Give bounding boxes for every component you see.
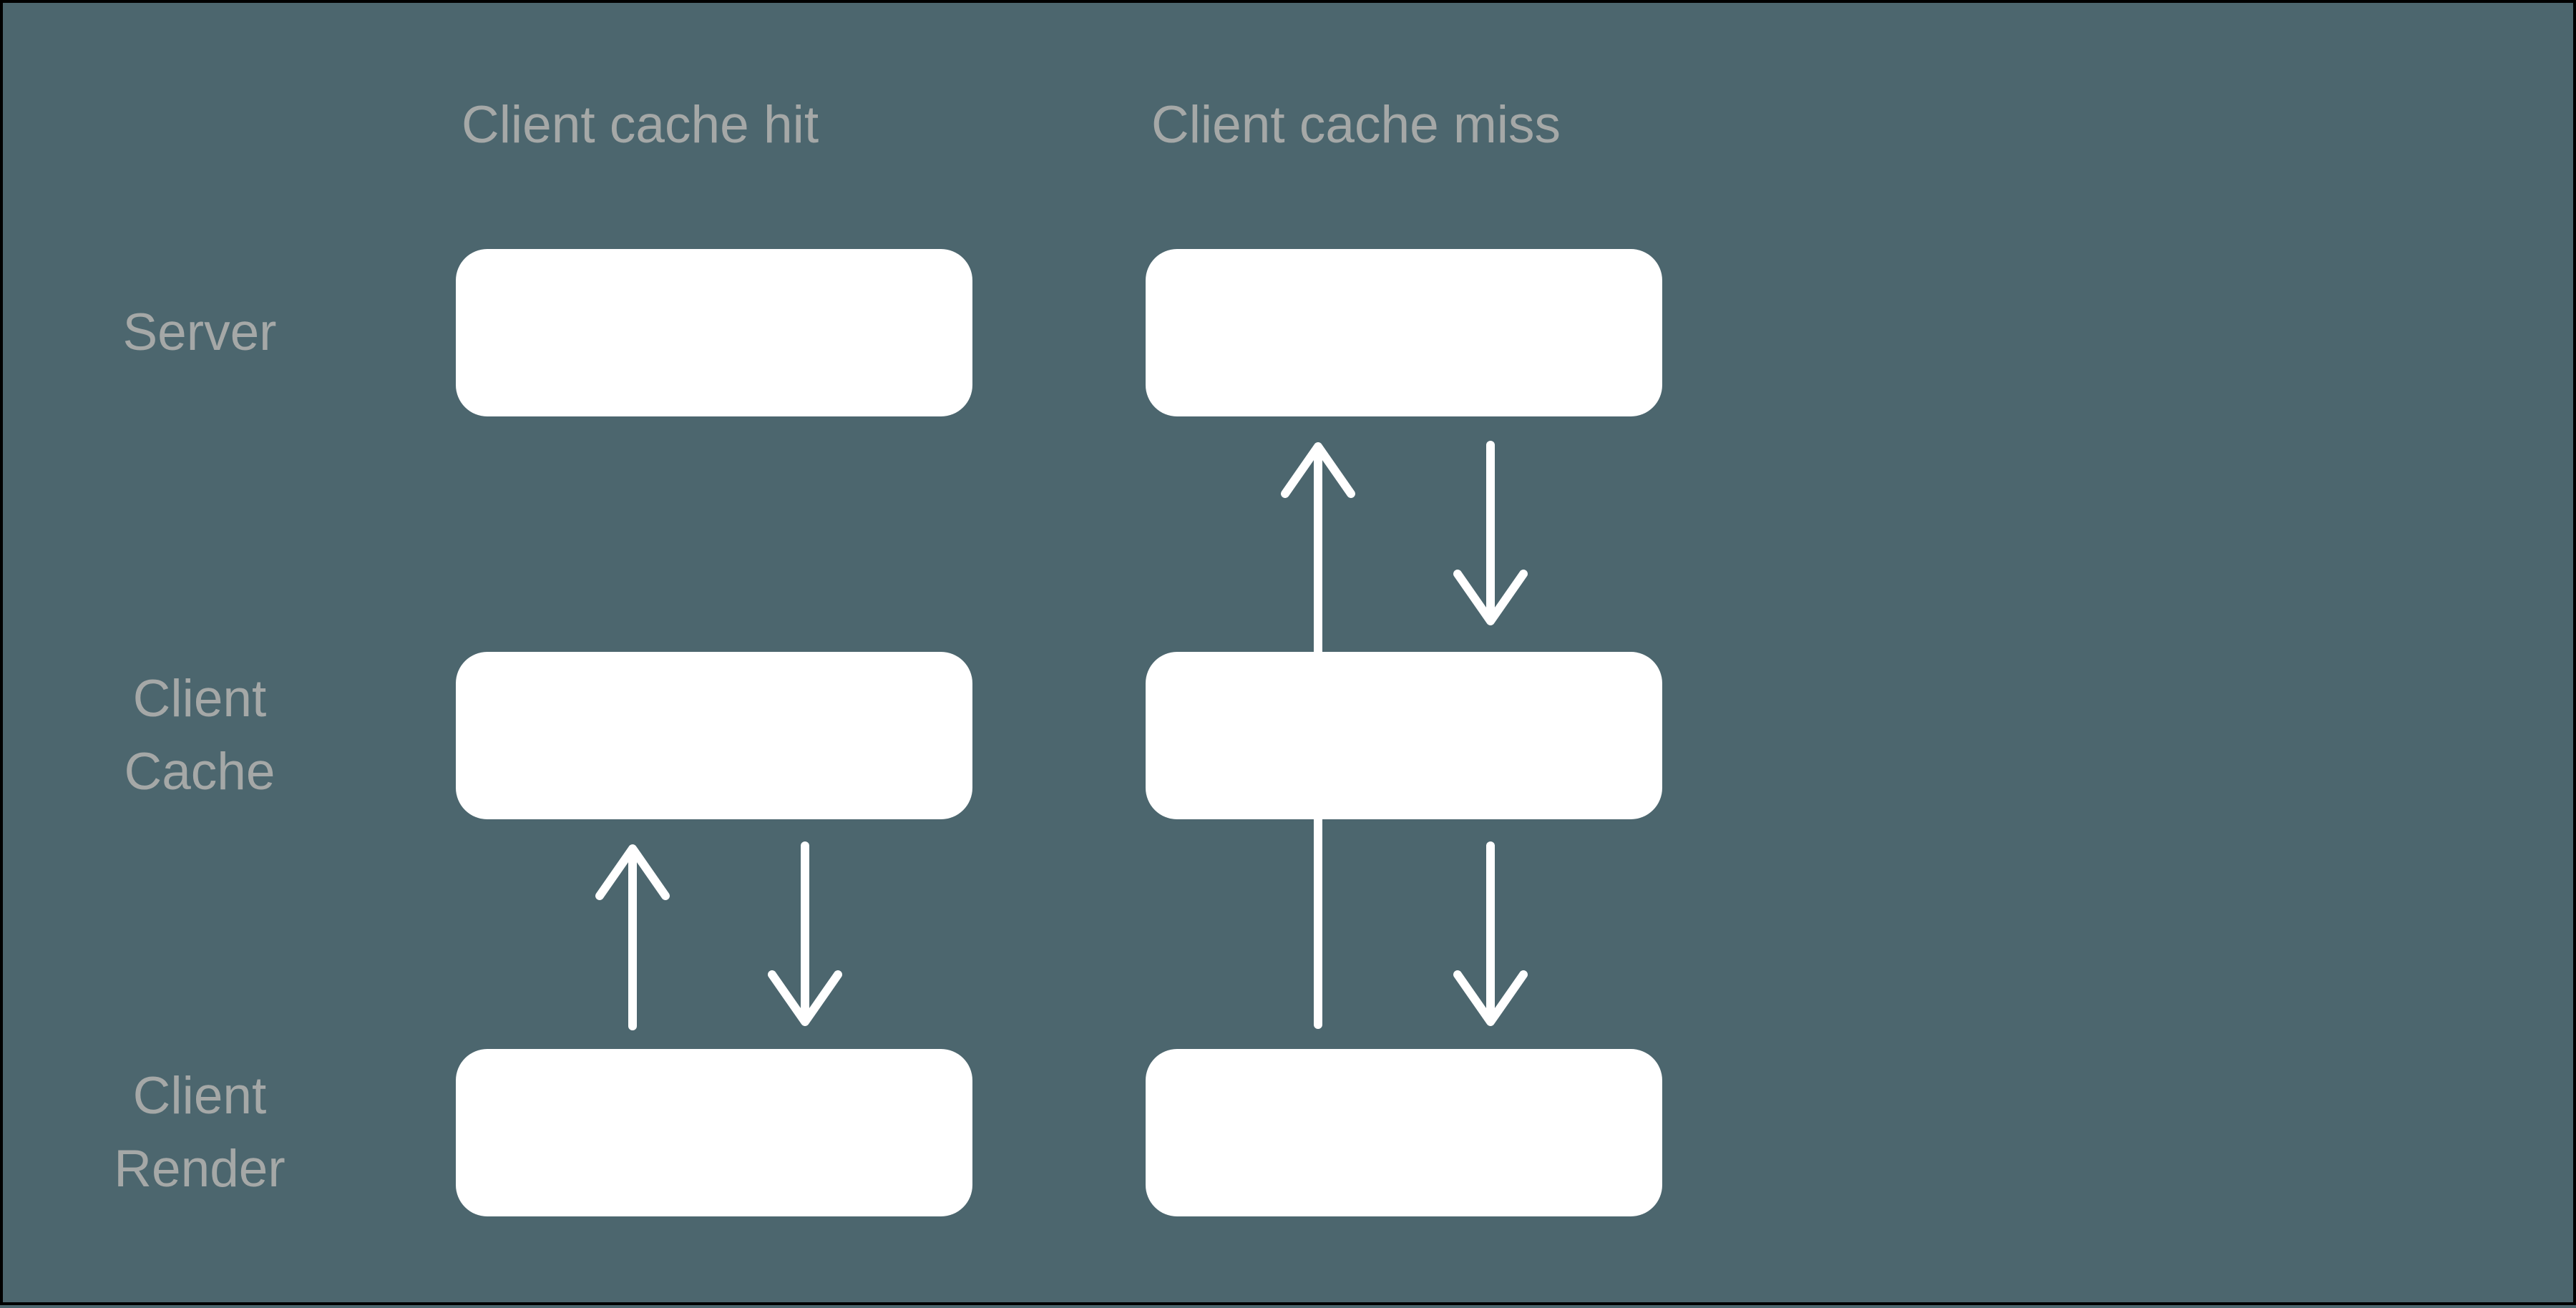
- arrow-down-cache-to-render-miss-icon: [1453, 841, 1528, 1026]
- box-server-cache-miss: [1146, 249, 1662, 416]
- column-header-cache-miss: Client cache miss: [1151, 96, 1561, 154]
- row-label-client-render: Client Render: [53, 1049, 346, 1216]
- column-header-cache-hit: Client cache hit: [462, 96, 819, 154]
- box-client-cache-cache-miss: [1146, 652, 1662, 819]
- arrow-down-cache-to-render-hit-icon: [768, 841, 842, 1026]
- row-label-client-cache-line1: Client: [132, 670, 267, 728]
- row-label-server-line: Server: [122, 303, 277, 361]
- box-client-render-cache-miss: [1146, 1049, 1662, 1216]
- row-label-client-render-line1: Client: [132, 1067, 267, 1125]
- box-client-render-cache-hit: [456, 1049, 972, 1216]
- row-label-server: Server: [53, 249, 346, 416]
- row-label-client-cache: Client Cache: [53, 652, 346, 819]
- arrow-down-server-to-cache-miss-icon: [1453, 441, 1528, 625]
- row-label-client-render-line2: Render: [114, 1140, 286, 1198]
- row-label-client-cache-line2: Cache: [124, 743, 275, 801]
- box-client-cache-cache-hit: [456, 652, 972, 819]
- box-server-cache-hit: [456, 249, 972, 416]
- arrow-up-render-to-cache-hit-icon: [595, 844, 670, 1030]
